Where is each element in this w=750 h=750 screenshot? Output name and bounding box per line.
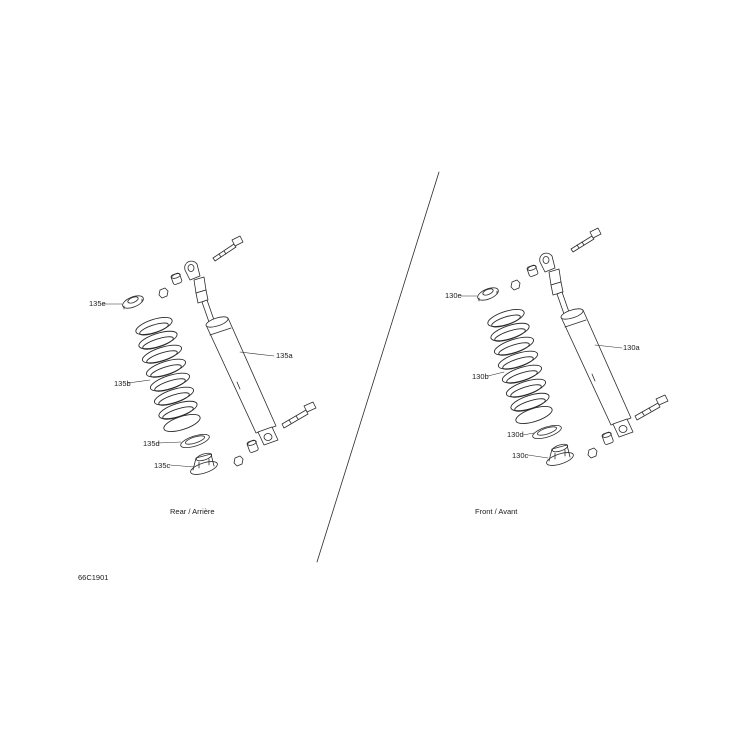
divider-line	[316, 171, 440, 563]
rear-coil-spring	[135, 317, 201, 432]
front-lower-seat	[546, 443, 574, 466]
rear-upper-bolt	[212, 235, 244, 262]
front-spring-upper-seat	[477, 287, 499, 302]
label-rear-coil-spring: 135b	[114, 379, 131, 388]
caption-front: Front / Avant	[475, 507, 518, 516]
label-front-coil-spring: 130b	[472, 372, 489, 381]
label-rear-shock-absorber: 135a	[276, 351, 293, 360]
rear-upper-bushing	[158, 272, 183, 299]
rear-lower-seat	[190, 452, 218, 475]
front-assembly	[460, 227, 669, 466]
rear-assembly	[102, 235, 317, 475]
front-upper-bushing	[510, 264, 539, 291]
label-rear-lower-seat: 135c	[154, 461, 171, 470]
rear-leader-lines	[102, 303, 275, 468]
rear-washer	[180, 433, 210, 449]
front-leader-lines	[460, 295, 623, 459]
label-rear-washer: 135d	[143, 439, 160, 448]
label-rear-spring-seat: 135e	[89, 299, 106, 308]
rear-lower-bolt	[281, 401, 317, 429]
rear-lower-bushing	[233, 439, 259, 467]
label-front-spring-seat: 130e	[445, 291, 462, 300]
caption-rear: Rear / Arrière	[170, 507, 215, 516]
label-front-lower-seat: 130c	[512, 451, 529, 460]
rear-shock-absorber	[184, 260, 279, 446]
label-front-shock-absorber: 130a	[623, 343, 640, 352]
label-front-washer: 130d	[507, 430, 524, 439]
front-shock-absorber	[539, 252, 634, 438]
front-lower-bolt	[634, 394, 669, 421]
front-upper-bolt	[570, 227, 602, 253]
front-lower-bushing	[587, 431, 614, 459]
rear-spring-upper-seat	[122, 295, 144, 310]
front-washer	[532, 424, 562, 440]
figure-code: 66C1901	[78, 573, 109, 582]
front-coil-spring	[487, 309, 553, 424]
